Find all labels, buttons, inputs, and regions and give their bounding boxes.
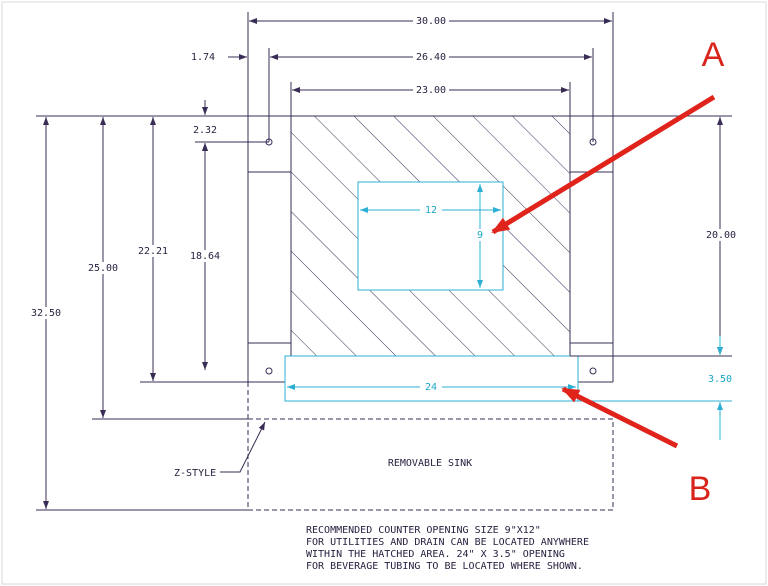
- opening-width-label: 12: [425, 205, 437, 216]
- callout-a-arrow: [491, 94, 716, 235]
- dim-top-offset: 2.32: [193, 125, 217, 136]
- note-line-1: RECOMMENDED COUNTER OPENING SIZE 9"X12": [306, 525, 541, 536]
- removable-sink-outline: [247, 382, 614, 511]
- z-style-label: Z-STYLE: [174, 468, 216, 479]
- opening-height-label: 9: [477, 230, 483, 241]
- callout-a: A: [491, 36, 725, 235]
- dim-inner-height: 18.64: [190, 251, 220, 262]
- right-dimensions: 20.00 3.50: [570, 115, 739, 440]
- dim-overall-width: 30.00: [416, 16, 446, 27]
- dim-left-offset: 1.74: [191, 52, 215, 63]
- callout-b: B: [561, 386, 712, 508]
- dim-right-height: 20.00: [706, 230, 736, 241]
- tubing-width-label: 24: [425, 382, 437, 393]
- note-line-3: WITHIN THE HATCHED AREA. 24" X 3.5" OPEN…: [306, 549, 565, 560]
- dim-mount-width: 26.40: [416, 52, 446, 63]
- removable-sink-label: REMOVABLE SINK: [388, 458, 472, 469]
- z-style-leader: [220, 421, 266, 473]
- note-line-2: FOR UTILITIES AND DRAIN CAN BE LOCATED A…: [306, 537, 589, 548]
- callout-b-label: B: [689, 470, 712, 508]
- counter-opening: [357, 181, 504, 291]
- tubing-opening: [284, 355, 579, 402]
- callout-a-label: A: [702, 36, 725, 74]
- dim-tubing-height: 3.50: [708, 374, 732, 385]
- dim-height-25: 25.00: [88, 263, 118, 274]
- left-dimensions: 2.32 18.64 22.21 25.00 32.50: [29, 100, 269, 511]
- callout-b-arrow: [561, 386, 679, 449]
- note-line-4: FOR BEVERAGE TUBING TO BE LOCATED WHERE …: [306, 561, 583, 572]
- mounting-holes: [265, 138, 597, 375]
- notes-block: RECOMMENDED COUNTER OPENING SIZE 9"X12" …: [306, 525, 589, 572]
- top-dimensions: 30.00 26.40 23.00 1.74: [191, 12, 614, 142]
- dim-hatched-width: 23.00: [416, 85, 446, 96]
- dim-height-22: 22.21: [138, 246, 168, 257]
- dim-overall-height: 32.50: [31, 308, 61, 319]
